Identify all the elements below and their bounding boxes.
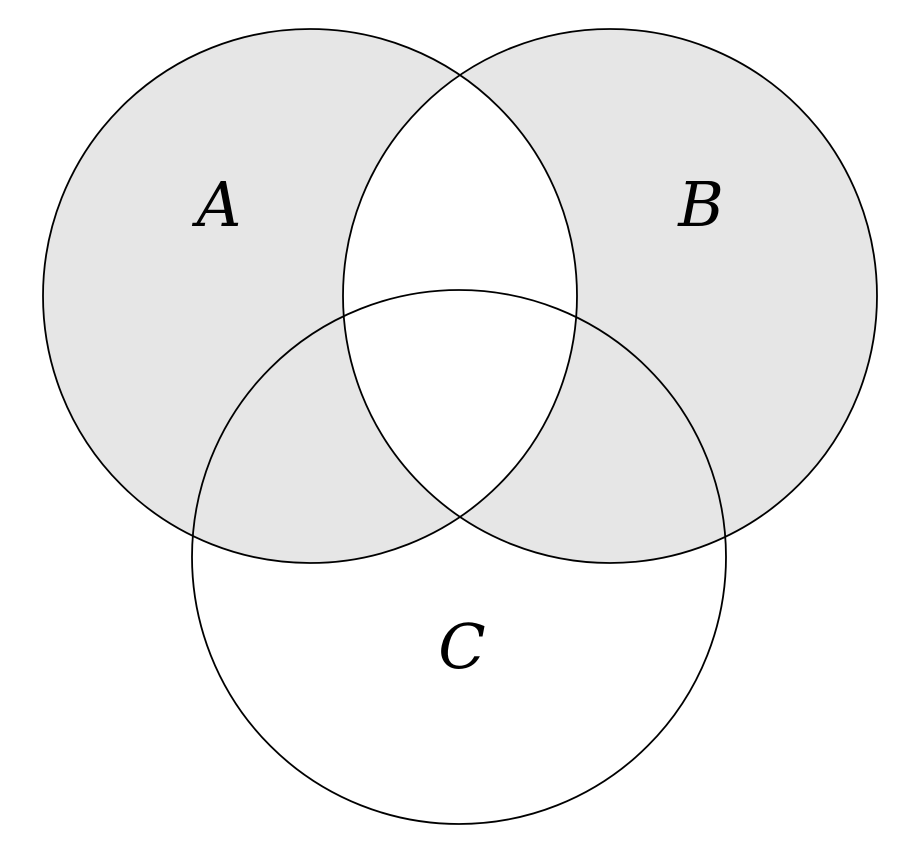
shaded-region-a-xor-b [43,28,878,564]
circle-c-outline [191,289,727,825]
circle-b-outline [342,28,878,564]
circle-a-outline [42,28,578,564]
set-label-b: B [677,168,724,241]
set-label-a: A [192,168,242,241]
set-label-c: C [438,610,485,683]
